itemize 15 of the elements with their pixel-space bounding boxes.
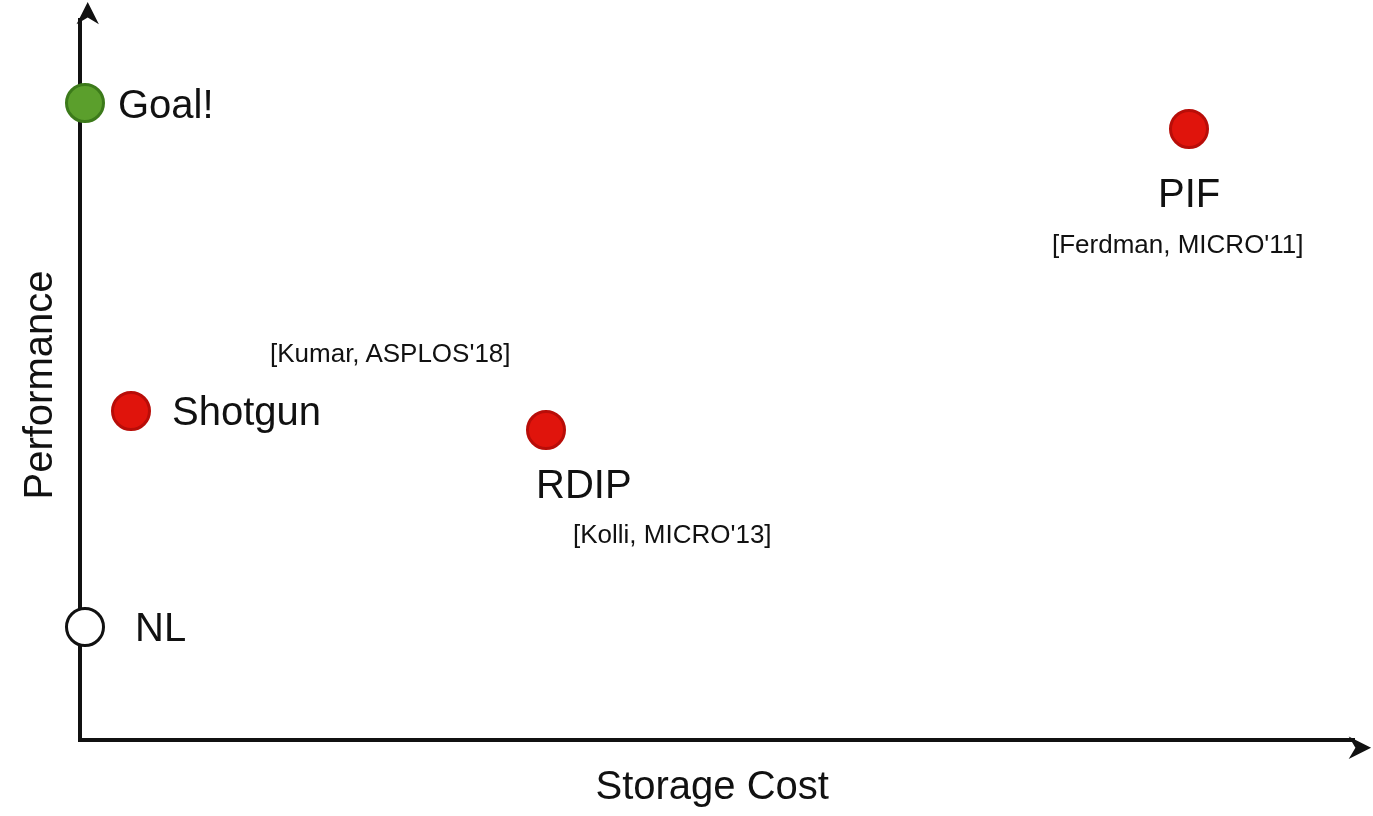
marker-dot [65, 607, 105, 647]
point-label: PIF [1158, 173, 1221, 213]
point-label: NL [135, 607, 187, 647]
y-axis-title: Performance [18, 270, 58, 500]
marker-dot [111, 391, 151, 431]
marker-dot [526, 410, 566, 450]
point-label: Shotgun [172, 391, 322, 431]
point-label: Goal! [118, 84, 214, 124]
point-label: RDIP [536, 464, 632, 504]
citation-label: [Kolli, MICRO'13] [573, 521, 772, 547]
x-axis-title: Storage Cost [595, 765, 829, 805]
marker-dot [1169, 109, 1209, 149]
citation-label: [Kumar, ASPLOS'18] [270, 340, 511, 366]
marker-dot [65, 83, 105, 123]
citation-label: [Ferdman, MICRO'11] [1052, 231, 1304, 257]
